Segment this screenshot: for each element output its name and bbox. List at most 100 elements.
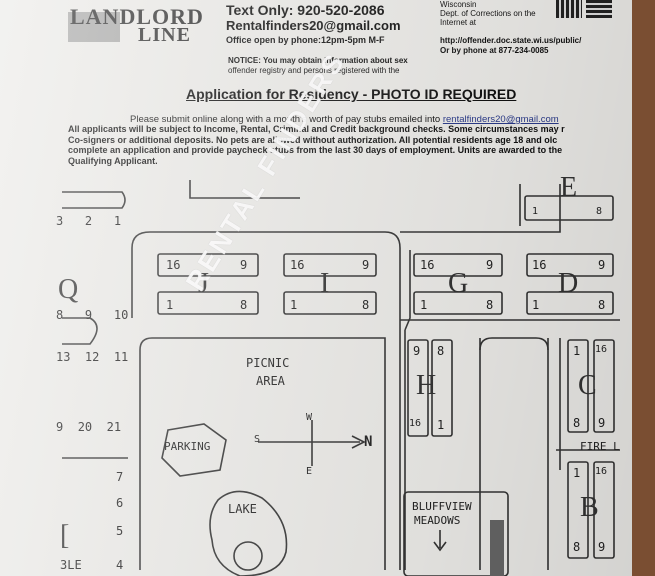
building-c-left — [567, 339, 589, 433]
application-title: Application for Residency - PHOTO ID REQ… — [186, 86, 517, 102]
building-b-left — [567, 461, 589, 559]
building-g-top — [413, 253, 503, 277]
compass-s: S — [254, 434, 261, 445]
building-j-top — [157, 253, 259, 277]
building-e — [524, 195, 614, 221]
building-d-bottom — [526, 291, 614, 315]
building-g-bottom — [413, 291, 503, 315]
bluffview-label: MEADOWS — [414, 514, 461, 527]
unit-number: 16 — [595, 466, 608, 477]
road-outline — [400, 184, 561, 233]
unit-number: 16 — [409, 418, 422, 429]
unit-number: 7 — [116, 470, 124, 484]
email-link[interactable]: rentalfinders20@gmail.com — [442, 114, 559, 125]
building-e-letter: E — [560, 172, 578, 203]
unit-number: 11 — [113, 350, 129, 364]
road-outline — [479, 338, 549, 570]
building-q-letter: Q — [58, 274, 79, 305]
road-outline — [62, 191, 126, 209]
unit-number: 9 — [240, 258, 248, 272]
road-outline — [479, 337, 549, 351]
unit-number-row: 3 2 1 — [56, 214, 121, 228]
unit-number-row: 8 9 10 — [56, 308, 128, 322]
unit-number: 8 — [240, 298, 248, 312]
road-outline — [62, 317, 98, 345]
lake-fountain — [233, 541, 263, 571]
unit-number: 8 — [56, 308, 64, 322]
unit-number-row: 13 12 11 — [56, 350, 128, 364]
unit-number: 9 — [362, 258, 370, 272]
compass-e: E — [306, 466, 313, 477]
road-outline — [131, 231, 401, 570]
sex-offender-notice: NOTICE: You may obtain information about… — [228, 56, 408, 76]
lake-outline — [209, 490, 288, 576]
terms-line: All applicants will be subject to Income… — [68, 124, 565, 134]
unit-number: 16 — [290, 258, 305, 272]
lake-label: LAKE — [228, 502, 257, 516]
unit-number: 1 — [420, 298, 428, 312]
site-map — [62, 180, 620, 576]
qr-code — [556, 0, 582, 18]
unit-number: 16 — [420, 258, 435, 272]
doc-info-line: Internet at — [440, 18, 477, 27]
unit-number: 2 — [84, 214, 93, 228]
unit-number: 9 — [56, 420, 64, 434]
parking-area — [161, 423, 227, 477]
compass-arrow — [258, 420, 366, 466]
building-i-top — [283, 253, 377, 277]
unit-number: 9 — [413, 344, 421, 358]
building-h-left — [407, 339, 429, 437]
building-d-top — [526, 253, 614, 277]
building-b-right — [593, 461, 615, 559]
building-l-letter: [ — [60, 520, 70, 551]
contact-email: Rentalfinders20@gmail.com — [226, 18, 401, 33]
unit-number: 9 — [598, 416, 606, 430]
unit-number: 6 — [116, 496, 124, 510]
unit-number: 8 — [596, 206, 603, 217]
unit-number: 4 — [116, 558, 124, 572]
unit-number: 9 — [598, 258, 606, 272]
unit-number: 1 — [166, 298, 174, 312]
unit-number: 8 — [598, 298, 606, 312]
unit-number: 12 — [84, 350, 100, 364]
road-outline — [139, 337, 386, 570]
logo-text-line1: LANDLORD — [70, 4, 204, 29]
building-j-bottom — [157, 291, 259, 315]
doc-link-line: http://offender.doc.state.wi.us/public/ — [440, 36, 582, 45]
unit-number: 21 — [106, 420, 122, 434]
application-page: LANDLORD LINE Text Only: 920-520-2086 Re… — [0, 0, 632, 576]
fire-lane-label: FIRE L — [580, 440, 620, 453]
unit-number: 3 — [56, 214, 64, 228]
notice-line: NOTICE: You may obtain information about… — [228, 56, 408, 65]
building-c-right — [593, 339, 615, 433]
unit-number: 13 — [56, 350, 71, 364]
unit-number: 8 — [362, 298, 370, 312]
logo-graphic — [68, 12, 120, 42]
building-h-letter: H — [416, 370, 437, 401]
building-b-letter: B — [580, 492, 599, 523]
unit-number-row: 9 20 21 — [56, 420, 121, 434]
doc-info-line: Dept. of Corrections on the — [440, 9, 536, 18]
unit-number: 9 — [598, 540, 606, 554]
unit-number: 1 — [437, 418, 445, 432]
building-j-letter: J — [198, 268, 209, 299]
submit-instructions: Please submit online along with a month'… — [130, 114, 559, 125]
building-c-letter: C — [578, 370, 597, 401]
office-hours: Office open by phone:12pm-5pm M-F — [226, 35, 385, 45]
compass-w: W — [306, 412, 313, 423]
unit-number: 5 — [116, 524, 124, 538]
doc-link: http://offender.doc.state.wi.us/public/ … — [440, 36, 581, 56]
unit-number: 9 — [486, 258, 494, 272]
building-h-right — [431, 339, 453, 437]
building-g-letter: G — [448, 268, 469, 299]
unit-number: 1 — [290, 298, 298, 312]
unit-number: 1 — [532, 298, 540, 312]
bluffview-sign — [490, 520, 504, 576]
unit-number: 8 — [573, 540, 581, 554]
road-outline — [404, 250, 411, 570]
bluffview-area — [403, 491, 509, 576]
unit-number: 10 — [113, 308, 129, 322]
parking-label: PARKING — [164, 440, 211, 453]
application-terms: All applicants will be subject to Income… — [68, 124, 565, 166]
picnic-area-label: AREA — [256, 374, 285, 388]
